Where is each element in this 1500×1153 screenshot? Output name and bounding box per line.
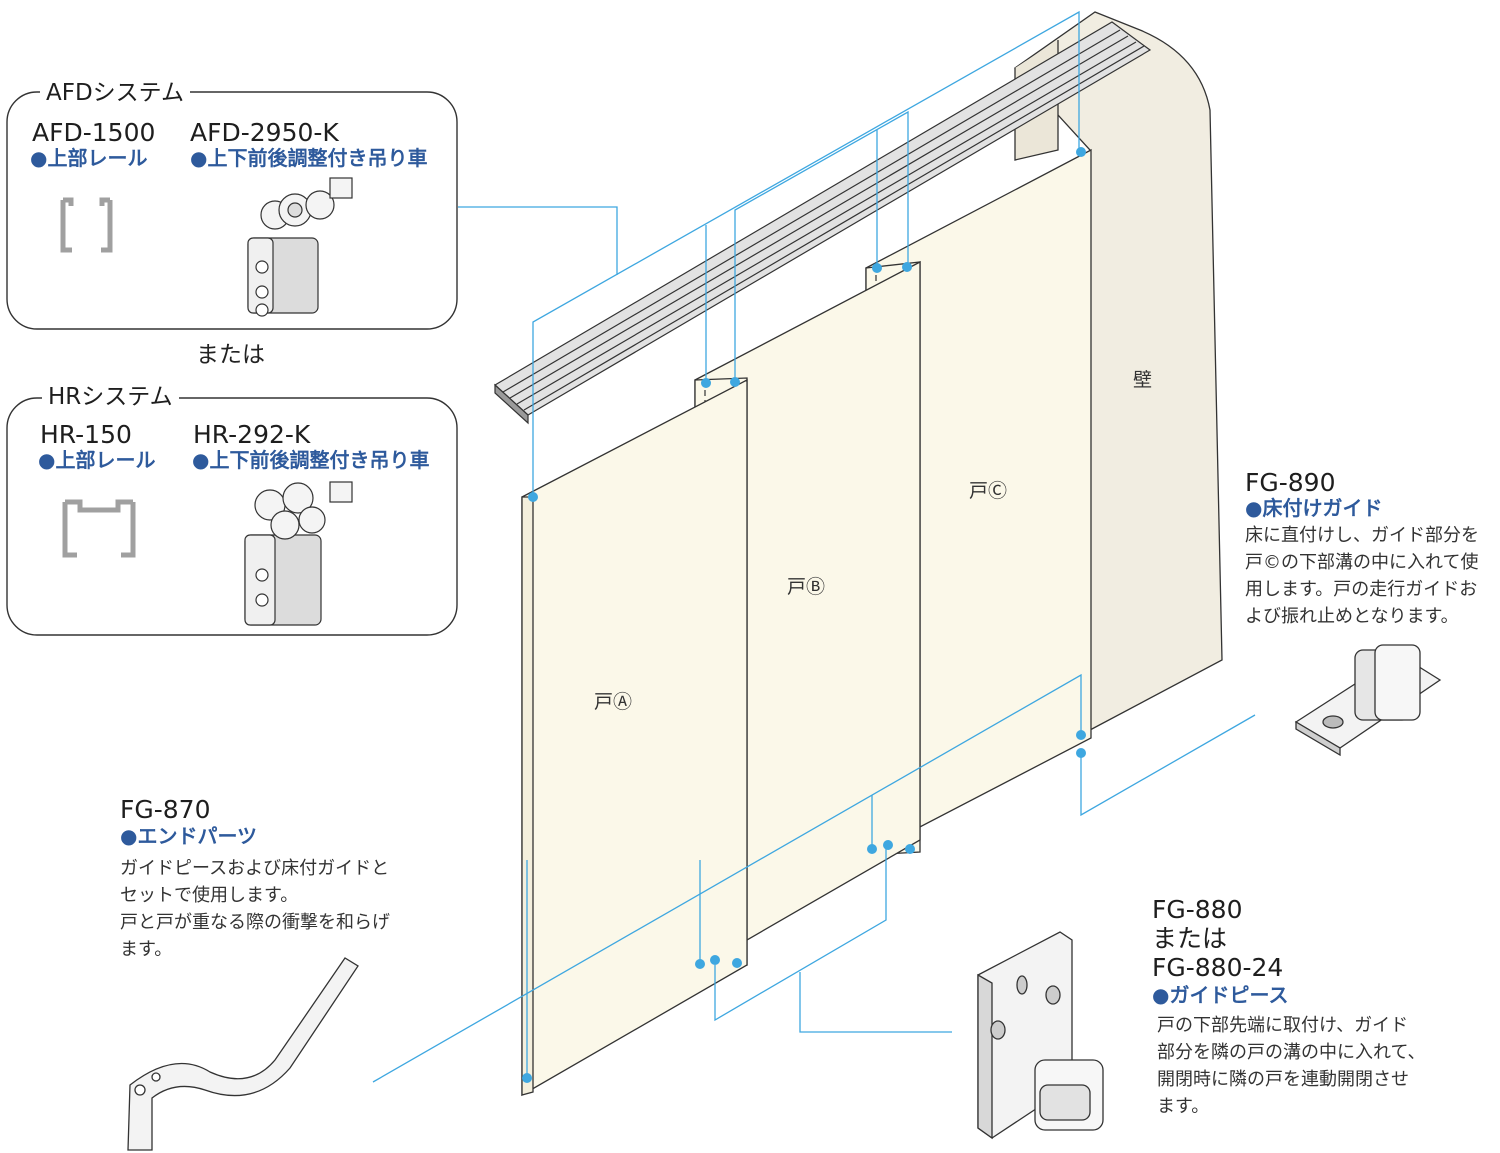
hr-rail-profile-icon — [62, 499, 136, 558]
fg-870-part-icon — [127, 957, 359, 1151]
afd-hanger-model: AFD-2950-K — [190, 118, 339, 147]
hr-system-title: HRシステム — [42, 386, 179, 409]
afd-hanger-name: ●上下前後調整付き吊り車 — [190, 146, 428, 170]
or-label: または — [196, 342, 265, 368]
fg-890-description: 床に直付けし、ガイド部分を 戸©の下部溝の中に入れて使 用します。戸の走行ガイド… — [1245, 525, 1479, 627]
connection-dots — [522, 147, 1086, 1083]
afd-rail-profile-icon — [60, 197, 113, 253]
hr-system-box — [6, 397, 458, 636]
door-b-label: 戸Ⓑ — [787, 576, 826, 598]
fg-890-model: FG-890 — [1245, 468, 1336, 497]
fg-880-24-model: FG-880-24 — [1152, 953, 1284, 982]
door-a-label: 戸Ⓐ — [594, 691, 633, 713]
hr-hanger-icon — [244, 481, 353, 626]
afd-rail-name: ●上部レール — [30, 146, 148, 170]
fg-880-model: FG-880 — [1152, 895, 1243, 924]
fg-870-name: ●エンドパーツ — [120, 824, 258, 848]
hr-rail-model: HR-150 — [40, 420, 132, 449]
fg-870-model: FG-870 — [120, 795, 211, 824]
leader-lines — [372, 10, 1256, 1083]
wall-label: 壁 — [1133, 369, 1153, 391]
top-rail — [493, 21, 1152, 425]
fg-880-description: 戸の下部先端に取付け、ガイド 部分を隣の戸の溝の中に入れて、 開閉時に隣の戸を連… — [1157, 1015, 1426, 1117]
afd-rail-model: AFD-1500 — [32, 118, 156, 147]
hr-rail-name: ●上部レール — [38, 448, 156, 472]
afd-hanger-icon — [247, 177, 353, 317]
afd-system-title: AFDシステム — [40, 82, 190, 105]
fg-880-or: または — [1152, 924, 1228, 953]
fg-880-name: ●ガイドピース — [1152, 983, 1289, 1007]
door-c-label: 戸Ⓒ — [969, 480, 1008, 502]
fg-870-description: ガイドピースおよび床付ガイドと セットで使用します。 戸と戸が重なる際の衝撃を和… — [120, 858, 390, 960]
fg-890-part-icon — [1294, 644, 1442, 757]
hr-hanger-name: ●上下前後調整付き吊り車 — [192, 448, 430, 472]
hr-hanger-model: HR-292-K — [193, 420, 311, 449]
afd-system-box — [6, 91, 458, 330]
fg-890-name: ●床付けガイド — [1245, 496, 1383, 520]
fg-880-part-icon — [977, 931, 1104, 1140]
door-a — [521, 378, 748, 1097]
